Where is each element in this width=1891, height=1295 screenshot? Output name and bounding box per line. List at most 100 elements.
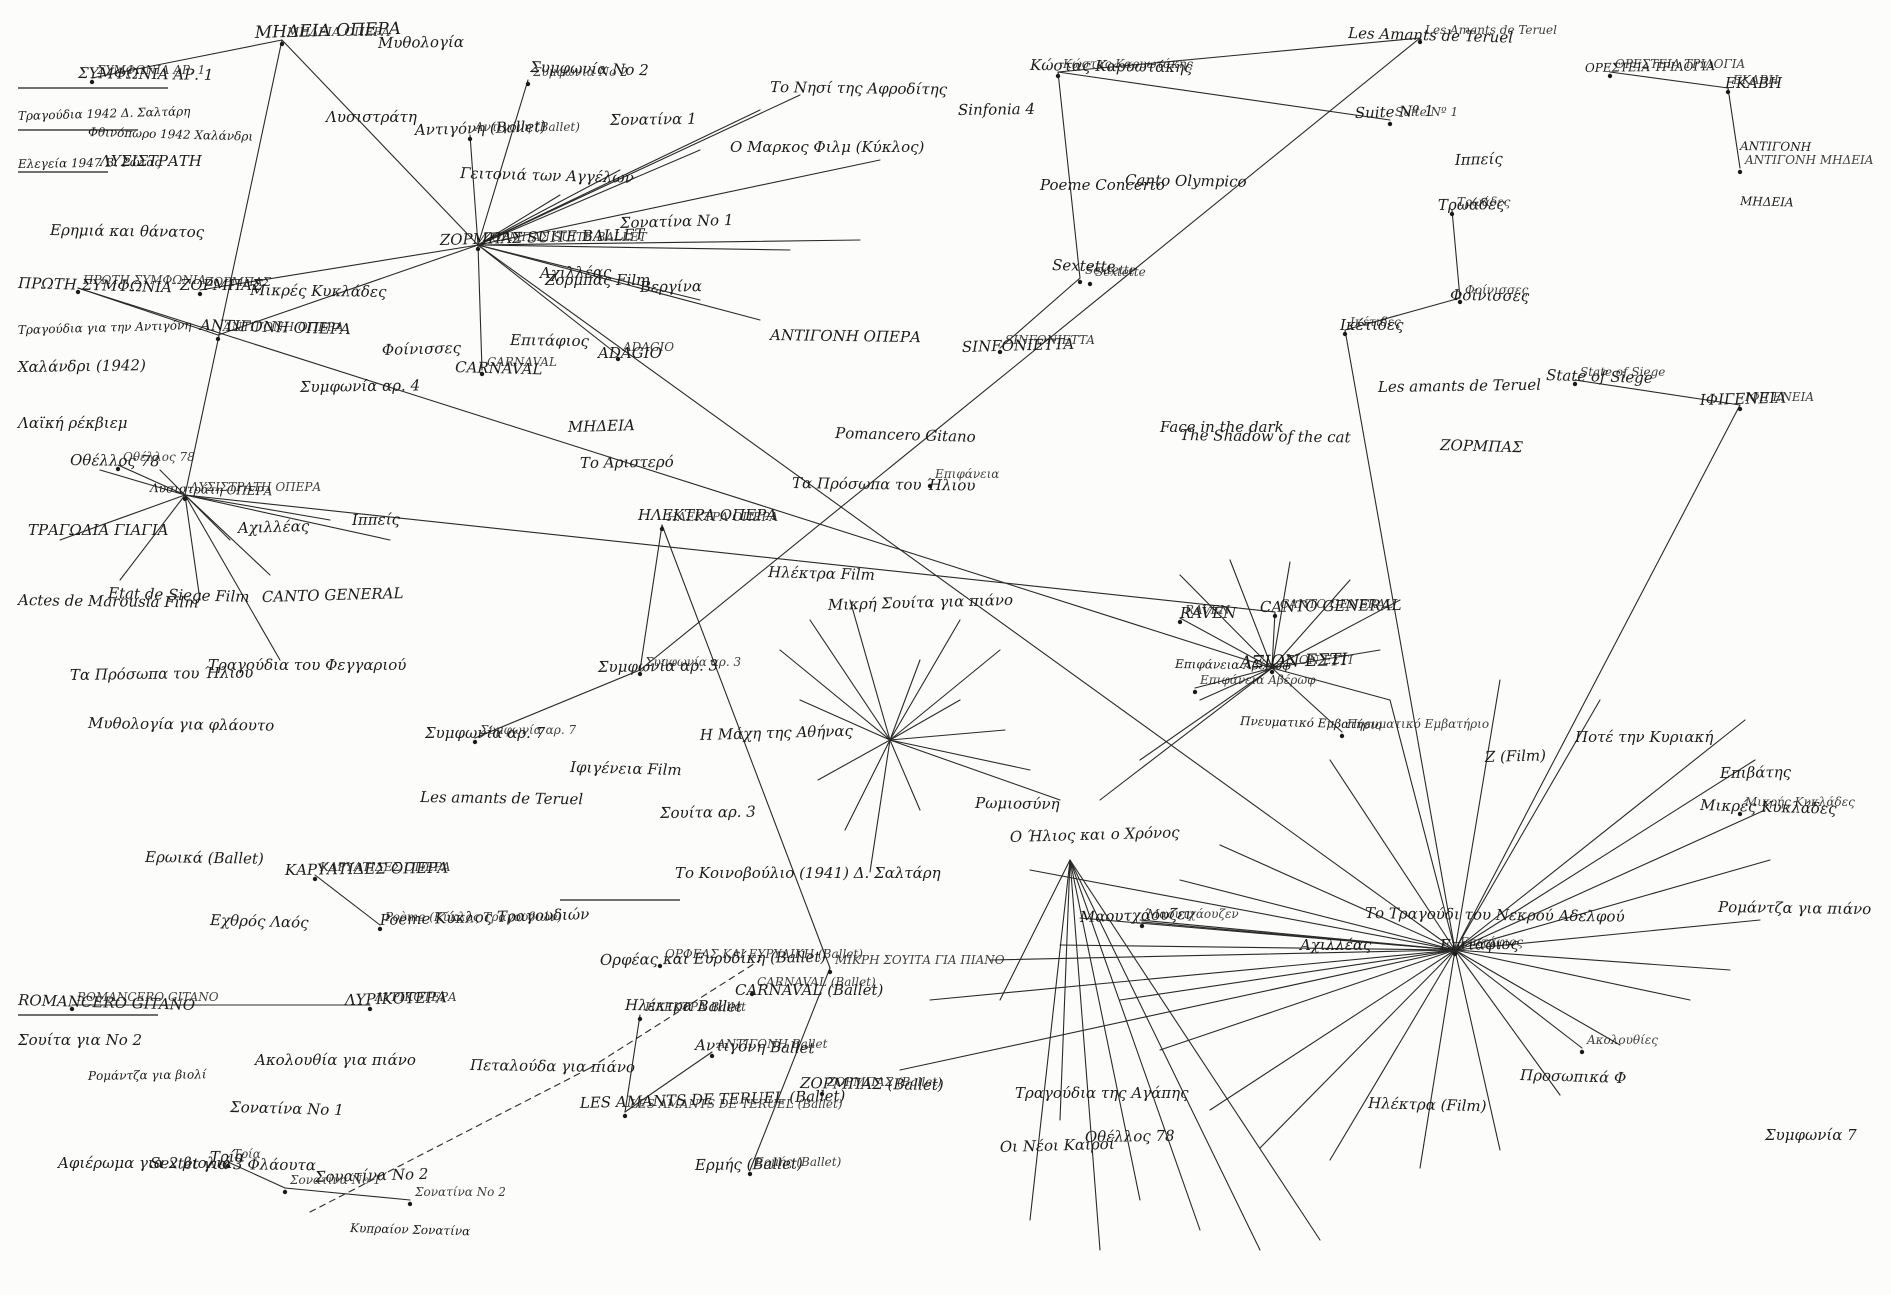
node-label-poeme: Poème (Κύκλος Τραγουδιών) [384,910,562,924]
node-dot-kostas_karyotakis [1055,73,1061,79]
node-dot-akolouthies [1579,1049,1585,1055]
node-label-antigone_ballet2: ΑΝΤΙΓΟΝΗ Ballet [716,1037,828,1051]
node-dot-antigone_ballet [467,136,473,142]
hub-spoke [1069,859,1261,1251]
node-label-mikris: Μικρής Κυκλάδες [1744,795,1855,809]
label: ΑΞΙΟΝ ΕΣΤΙ [1238,650,1348,673]
hub-spoke [1139,919,1456,951]
node-label-troia: Τρία [233,1147,261,1161]
node-dot-axion_esti [1269,669,1275,675]
hub-spoke [1079,917,1456,951]
nodes-layer: ΜΗΔΕΙΑ ΟΠΕΡΑΜυθολογίαΛυσιστράτηΣΥΜΦΩΝΙΑ … [16,19,1874,1238]
hub-spoke [184,494,281,661]
label: Ρωμιοσύνη [974,794,1060,813]
hub-spoke [889,699,961,741]
label: ΙΦΙΓΕΝΕΙΑ [1699,389,1787,409]
hub-spoke [1069,859,1321,1241]
node-label-sonatina1: Σονατίνα Νο 1 [289,1173,381,1187]
label: Μαουτχάουζεν [1079,905,1195,926]
label: Εχθρός Λαός [209,911,310,932]
node-label-mikri_suita: ΜΙΚΡΗ ΣΟΥΙΤΑ ΓΙΑ ΠΙΑΝΟ [834,953,1005,967]
hub-spoke [1454,699,1601,951]
label: Ιφιγένεια Film [569,758,682,779]
label: Κώστας Καρυωτάκης [1029,56,1193,76]
label: Πνευματικό Εμβατήριο [1239,714,1382,732]
node-label-oresteia: ΟΡΕΣΤΕΙΑ ΤΡΙΛΟΓΙΑ [1615,57,1746,71]
label: CANTO GENERAL [1260,596,1402,616]
label: ΣΥΜΦΩΝΙΑ ΑΡ. 1 [77,64,214,84]
node-dot-electra_ballet [637,1016,643,1022]
node-dot-symph2 [525,81,531,87]
node-label-sinfonietta: SINFONIETTA [1005,333,1095,347]
label: Ο Μαρκος Φιλμ (Κύκλος) [730,138,925,156]
label: Φοίνισσες [1450,286,1530,305]
edge-les_amants_ballet-electra_ballet [624,1014,641,1113]
node-dot-sonatina1 [282,1189,288,1195]
node-label-epitafios: Επιτάφιος [1459,935,1523,949]
edge-trojans-foinisses [1451,209,1461,299]
label: Τα Πρόσωπα του Ήλιου [70,663,254,684]
node-label-epifaneia: Επιφάνεια [934,467,999,481]
edge-symph3-symph7 [474,669,641,739]
label: Τραγούδια για την Αντιγόνη [18,318,193,337]
hub-spoke [1454,679,1501,951]
label: ΑΝΤΙΓΟΝΗ ΟΠΕΡΑ [198,316,351,338]
label: Τραγούδια του Φεγγαριού [208,656,406,674]
label: Βεργίνα [639,277,702,296]
edge-ermis-mikri_suita [749,967,831,1171]
edge-epitafios-ikesi [1344,329,1456,951]
hub-spoke [1454,919,1761,951]
edge-symph3-les_amants [639,37,1421,671]
node-label-zorbas: ΖΟΡΜΠΑΣ [204,275,272,289]
node-dot-mauthausen [1139,923,1145,929]
label: ΜΗΔΕΙΑ [567,416,636,436]
label: ΑΝΤΙΓΟΝΗ [1739,139,1812,154]
label: Αφιέρωμα για 2 βιολιά [56,1154,232,1172]
node-label-symph1: ΣΥΜΦΩΝΙΑ ΑΡ. 1 [96,63,205,77]
label: Μικρές Κυκλάδες [1699,796,1837,818]
node-label-suite1: Suite Nº 1 [1395,105,1458,119]
node-dot-romancero [69,1006,75,1012]
hub-spoke [1454,949,1731,971]
edge-axion_esti-canto_general [1271,611,1276,669]
node-label-mauthausen: Μαουτχάουζεν [1146,907,1239,921]
label: Η Μάχη της Αθήνας [699,722,854,744]
node-dot-othellos78 [115,466,121,472]
label: Λαϊκή ρέκβιεμ [16,414,128,432]
label: Ιππείς [1454,150,1504,169]
node-label-les_amants_ballet: LES AMANTS DE TERUEL (Ballet) [629,1097,843,1111]
hub-spoke [477,244,701,301]
label: State of Siege [1546,366,1653,387]
hub-spoke [1454,949,1561,1096]
node-label-antigone_medeia: ΑΝΤΙΓΟΝΗ ΜΗΔΕΙΑ [1744,153,1874,167]
label: ΗΛΕΚΤΡΑ ΟΠΕΡΑ [637,506,777,524]
label: Les amants de Teruel [419,788,583,808]
label: Φθινόπωρο 1942 Χαλάνδρι [88,125,253,144]
hub-spoke [889,739,1061,801]
label: Σονατίνα 1 [609,110,697,129]
label: Συμφωνία αρ. 3 [597,656,718,676]
node-dot-foinisses [1457,299,1463,305]
node-label-karyatides: ΚΑΡΥΑΤΙΔΕΣ ΟΠΕΡΑ [319,860,451,874]
node-dot-state_siege [1572,381,1578,387]
hub-spoke [1329,949,1456,1161]
hub-spoke [889,619,961,741]
hub-spoke [1271,649,1381,669]
label: Sinfonia 4 [958,100,1035,119]
edge-zorbas_suite-carnaval [477,244,483,371]
hub-spoke [1159,949,1456,1051]
hub-spoke [1029,859,1071,1221]
edge-kostas_karyotakis-suite1 [1057,71,1391,121]
label: Ο Ήλιος και ο Χρόνος [1010,823,1181,846]
edge-medeia_opera-zorbas_suite [281,39,479,246]
label: Ελεγεία 1947 Β. Ρώτας [17,155,162,171]
node-label-electra_opera: ΗΛΕΚΤΡΑ ΟΠΕΡΑ [666,510,779,524]
label: Το Τραγούδι του Νεκρού Αδελφού [1365,904,1625,926]
label: Οι Νέοι Καιροί [1000,1135,1116,1156]
label: Τρία [210,1148,245,1166]
label: The Shadow of the cat [1180,426,1352,446]
label: Το Κοινοβούλιο (1941) Δ. Σαλτάρη [675,864,941,882]
node-dot-oresteia [1607,73,1613,79]
hub-spoke [1099,667,1273,801]
